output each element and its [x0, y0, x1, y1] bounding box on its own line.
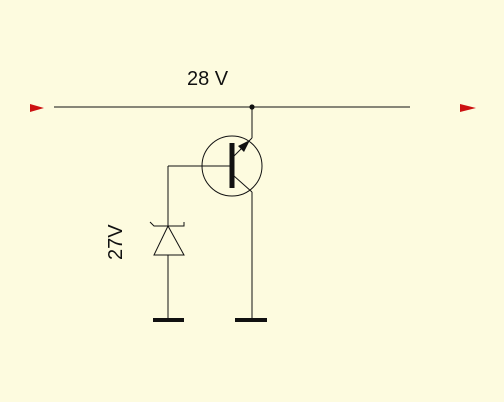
ground-symbol [235, 318, 267, 322]
emitter-arrow-icon [238, 140, 250, 152]
zener-diode-symbol [149, 166, 185, 320]
input-arrow-icon [8, 104, 44, 112]
supply-voltage-label: 28 V [187, 68, 229, 90]
ground-symbol [153, 318, 184, 322]
transistor-symbol [168, 107, 263, 320]
output-arrow-icon [428, 104, 476, 112]
zener-voltage-label: 27V [105, 224, 127, 260]
